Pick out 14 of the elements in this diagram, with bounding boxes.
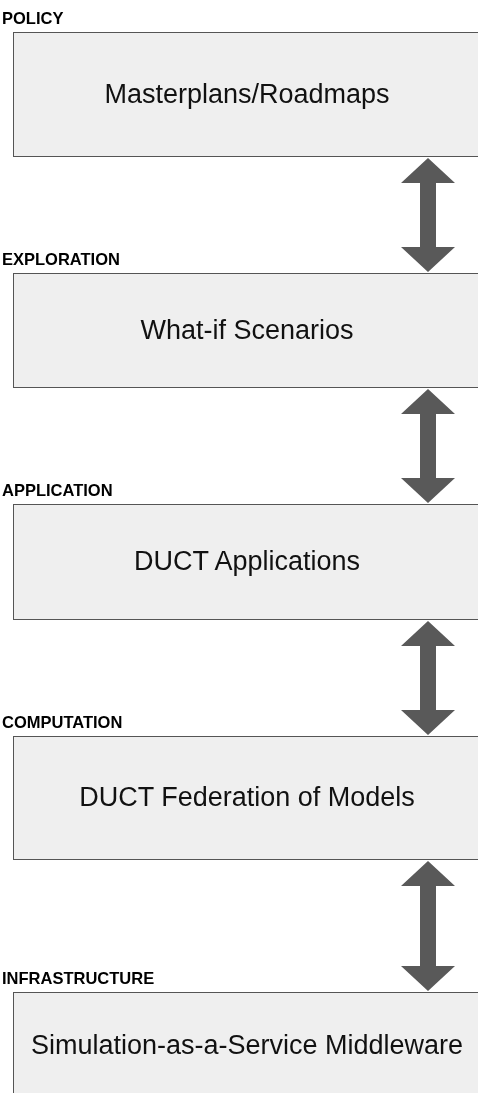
layer-label: Simulation-as-a-Service Middleware <box>29 1029 465 1063</box>
double-arrow <box>401 861 455 991</box>
layer-heading: APPLICATION <box>2 481 113 500</box>
layer-label: Masterplans/Roadmaps <box>103 77 391 111</box>
layer-label: DUCT Applications <box>132 545 362 579</box>
layer-label: DUCT Federation of Models <box>78 781 416 815</box>
double-arrow <box>401 158 455 272</box>
layer-heading: COMPUTATION <box>2 713 123 732</box>
layer-heading: INFRASTRUCTURE <box>2 969 155 988</box>
layer-heading: EXPLORATION <box>2 250 120 269</box>
double-arrow <box>401 621 455 735</box>
layer-heading: POLICY <box>2 9 64 28</box>
double-arrow <box>401 389 455 503</box>
layer-label: What-if Scenarios <box>139 313 355 347</box>
